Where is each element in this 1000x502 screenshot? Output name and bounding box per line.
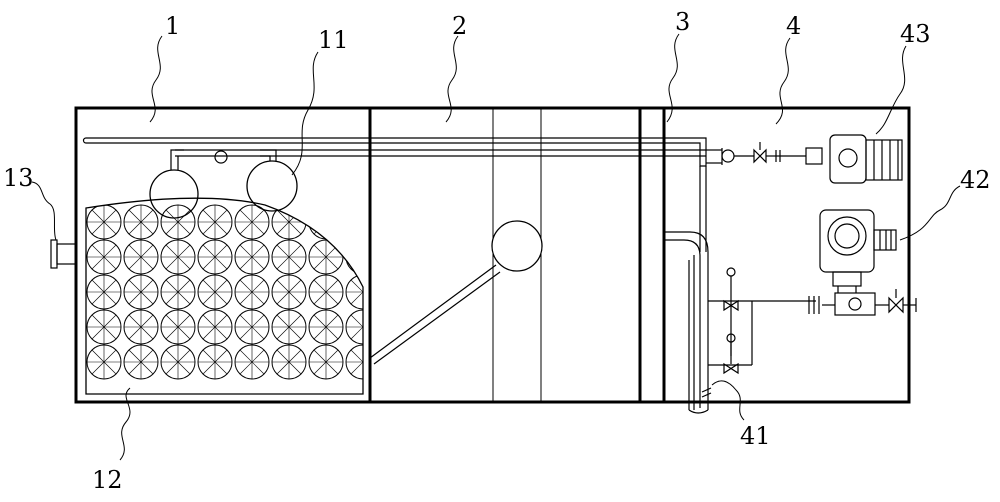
media-ball-hatch [202, 314, 228, 340]
label-43: 43 [900, 20, 931, 48]
media-ball-hatch [313, 314, 339, 340]
media-ball-hatch [91, 279, 117, 305]
media-ball-hatch [276, 244, 302, 270]
central-float-ball [491, 220, 543, 272]
inlet-stub [50, 239, 77, 269]
media-ball-hatch [350, 279, 363, 305]
media-ball-hatch [276, 314, 302, 340]
media-ball [345, 204, 363, 240]
media-ball-hatch [239, 314, 265, 340]
media-ball-hatch [91, 244, 117, 270]
media-ball-hatch [202, 244, 228, 270]
media-ball-hatch [202, 349, 228, 375]
media-ball-hatch [313, 209, 339, 235]
media-ball-hatch [313, 244, 339, 270]
media-ball-hatch [313, 209, 339, 235]
media-ball-hatch [165, 244, 191, 270]
media-ball-hatch [202, 279, 228, 305]
label-2: 2 [452, 12, 467, 40]
media-ball-hatch [91, 349, 117, 375]
media-ball-hatch [202, 209, 228, 235]
media-ball-hatch [313, 279, 339, 305]
device-42 [819, 209, 897, 293]
media-ball-hatch [350, 314, 363, 340]
media-ball-hatch [276, 279, 302, 305]
riser-pipe [664, 166, 712, 414]
label-11: 11 [318, 26, 349, 54]
pump-43 [734, 134, 903, 184]
diagonal-arm [369, 264, 501, 365]
filter-media-bed [86, 204, 363, 380]
media-ball-hatch [239, 349, 265, 375]
label-1: 1 [165, 12, 180, 40]
media-ball-hatch [128, 349, 154, 375]
media-ball-hatch [239, 279, 265, 305]
media-ball-hatch [276, 349, 302, 375]
media-ball-hatch [350, 349, 363, 375]
media-ball-hatch [165, 349, 191, 375]
media-ball-hatch [350, 279, 363, 305]
label-3: 3 [675, 8, 690, 36]
float-ball-right [246, 160, 298, 212]
media-ball-hatch [91, 209, 117, 235]
media-ball-hatch [350, 349, 363, 375]
label-13: 13 [3, 164, 34, 192]
media-ball-hatch [128, 279, 154, 305]
media-ball-hatch [239, 244, 265, 270]
label-41: 41 [740, 422, 771, 450]
leader-lines [31, 33, 961, 461]
media-ball-hatch [165, 279, 191, 305]
label-12: 12 [92, 466, 123, 494]
media-ball-hatch [165, 314, 191, 340]
media-ball-hatch [128, 209, 154, 235]
media-ball-hatch [91, 314, 117, 340]
top-pipe [82, 137, 735, 167]
media-ball-hatch [128, 314, 154, 340]
label-42: 42 [960, 166, 991, 194]
media-ball-hatch [239, 209, 265, 235]
media-ball-hatch [128, 244, 154, 270]
media-ball-hatch [313, 349, 339, 375]
media-bed-outline [85, 197, 364, 395]
media-ball-hatch [165, 209, 191, 235]
valve-manifold [708, 267, 917, 375]
label-4: 4 [786, 12, 801, 40]
media-ball-hatch [350, 314, 363, 340]
